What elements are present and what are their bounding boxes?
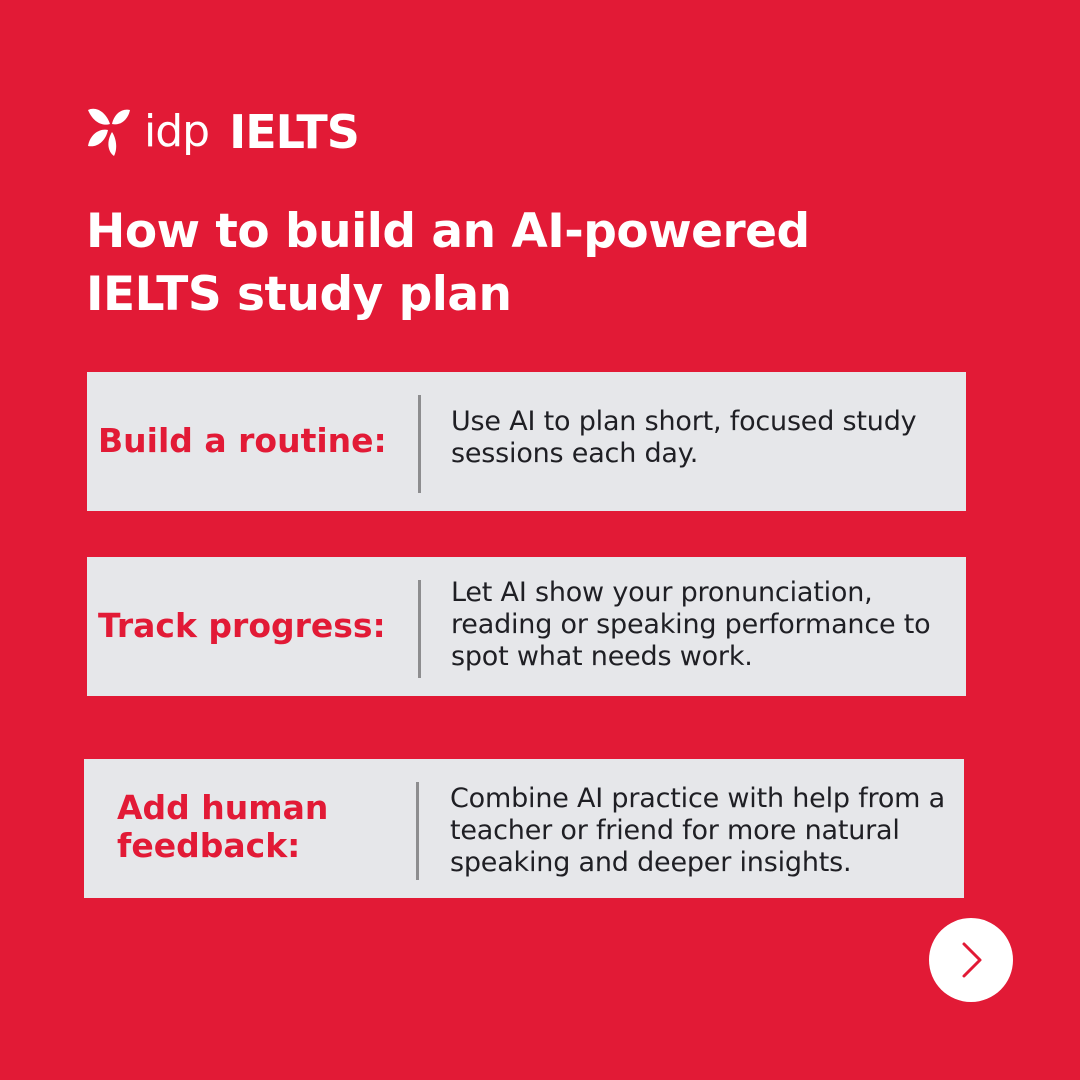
tip-label: Add human feedback: xyxy=(117,788,329,865)
page-title: How to build an AI-powered IELTS study p… xyxy=(86,200,986,326)
tip-card-track-progress: Track progress: Let AI show your pronunc… xyxy=(87,557,966,696)
tip-card-build-routine: Build a routine: Use AI to plan short, f… xyxy=(87,372,966,511)
page-title-line-2: IELTS study plan xyxy=(86,267,512,322)
tip-description: Use AI to plan short, focused study sess… xyxy=(451,406,917,469)
tip-divider xyxy=(416,782,419,880)
tip-divider xyxy=(418,580,421,678)
page-title-line-1: How to build an AI-powered xyxy=(86,204,810,259)
next-slide-button[interactable] xyxy=(929,918,1013,1002)
tip-label: Track progress: xyxy=(98,606,386,645)
tip-description: Combine AI practice with help from a tea… xyxy=(450,783,945,878)
logo-ielts-text: IELTS xyxy=(229,105,360,159)
tip-label: Build a routine: xyxy=(98,421,387,460)
tip-card-human-feedback: Add human feedback: Combine AI practice … xyxy=(84,759,964,898)
logo-idp-text: idp xyxy=(144,106,210,157)
tip-description: Let AI show your pronunciation, reading … xyxy=(451,577,931,672)
idp-ielts-logo: idp IELTS xyxy=(86,104,360,160)
tip-divider xyxy=(418,395,421,493)
chevron-right-icon xyxy=(962,942,982,978)
idp-butterfly-logo-icon xyxy=(88,108,130,156)
